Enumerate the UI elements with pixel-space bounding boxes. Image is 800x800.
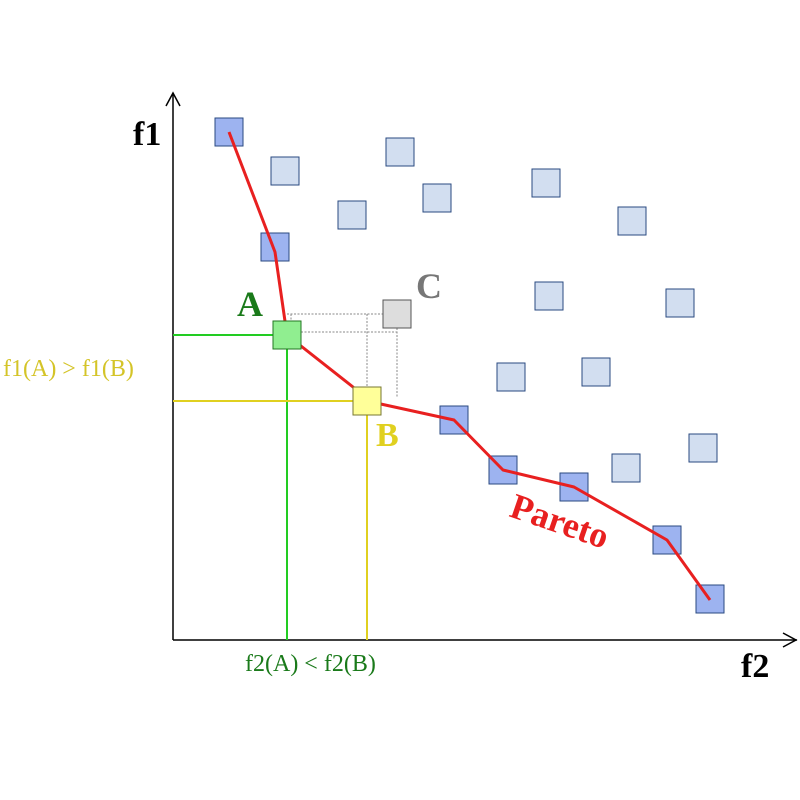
x-axis-arrow <box>782 632 798 648</box>
x-axis-label: f2 <box>741 648 769 685</box>
dominated-point <box>665 288 695 318</box>
dominated-point <box>688 433 718 463</box>
pareto-points <box>214 117 725 614</box>
point-b-square <box>352 386 382 416</box>
pareto-front-line <box>227 131 712 601</box>
f1-comparison-label: f1(A) > f1(B) <box>3 356 134 382</box>
dominated-point <box>422 183 452 213</box>
dominated-point <box>534 281 564 311</box>
guide-lines <box>173 334 368 640</box>
dominated-point <box>611 453 641 483</box>
y-axis-label: f1 <box>133 116 161 153</box>
dominated-point <box>337 200 367 230</box>
point-c-label: C <box>416 266 442 306</box>
point-b-label: B <box>376 417 399 454</box>
dominated-point <box>270 156 300 186</box>
point-c-square <box>382 299 412 329</box>
c-dominance-box <box>287 313 398 397</box>
point-a-label: A <box>237 284 263 324</box>
dominated-point <box>581 357 611 387</box>
point-a-square <box>272 320 302 350</box>
dominated-point <box>617 206 647 236</box>
dominated-points <box>270 137 718 483</box>
y-axis-arrow <box>165 91 181 107</box>
dominated-point <box>496 362 526 392</box>
axes <box>165 91 798 648</box>
dominated-point <box>385 137 415 167</box>
f2-comparison-label: f2(A) < f2(B) <box>245 651 376 677</box>
dominated-point <box>531 168 561 198</box>
